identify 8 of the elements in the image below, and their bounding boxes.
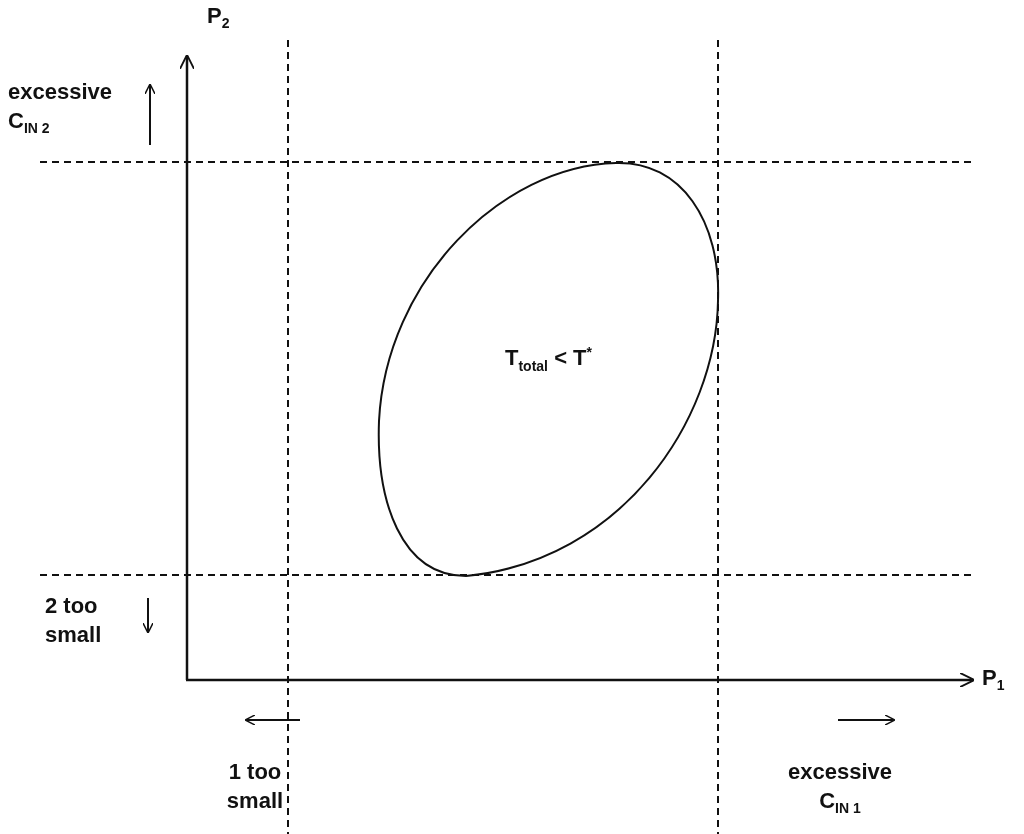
axis-label: P$_{2}$ xyxy=(207,2,230,33)
annotation-text: 2 too small xyxy=(45,592,103,649)
region-label: T$_{total}$ < T$^{*}$ xyxy=(505,343,592,375)
annotation-text: excessive C$_{IN 2}$ xyxy=(8,78,113,138)
annotation-text: excessive C$_{IN 1}$ xyxy=(787,758,893,818)
region-outline xyxy=(377,160,720,578)
axis-label: P$_{1}$ xyxy=(982,664,1005,695)
annotation-text: 1 too small xyxy=(225,758,285,815)
